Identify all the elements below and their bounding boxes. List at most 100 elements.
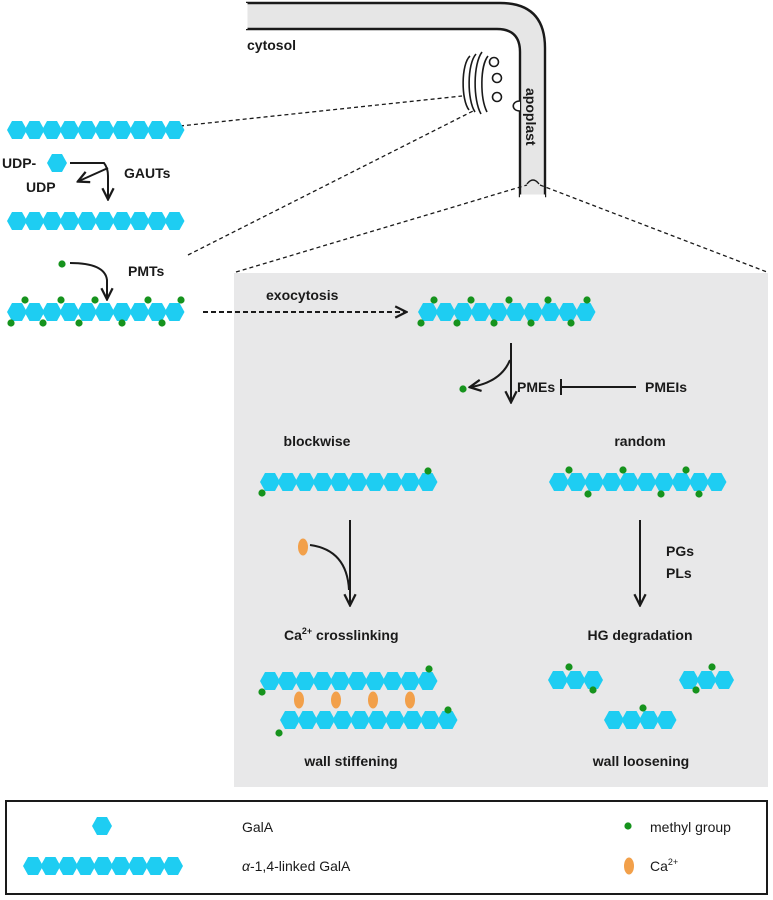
methyl-group xyxy=(453,319,461,327)
random-label: random xyxy=(614,433,665,449)
gala-hexagon xyxy=(297,711,318,729)
gala-hexagon xyxy=(7,303,27,321)
gala-hexagon xyxy=(639,711,659,729)
gala-hexagon xyxy=(94,212,115,230)
calcium-ion xyxy=(368,691,378,709)
calcium-ion xyxy=(331,691,341,709)
gala-hexagon xyxy=(280,711,300,729)
legend-chain-label: α-1,4-linked GalA xyxy=(242,858,351,874)
gala-hexagon xyxy=(679,671,699,689)
crosslinked-chain-bottom xyxy=(275,706,458,737)
gala-hexagon xyxy=(350,711,370,729)
methyl-group xyxy=(430,296,438,304)
pme-arrows xyxy=(471,343,636,401)
gala-hexagon xyxy=(332,711,353,729)
gala-hexagon xyxy=(7,121,27,139)
crosslinked-chain-top xyxy=(258,665,438,696)
blockwise-demethylated-chain xyxy=(258,467,438,497)
methyl-group xyxy=(144,296,152,304)
gala-hexagon xyxy=(382,473,403,491)
calcium-ion xyxy=(294,691,304,709)
gala-hexagon xyxy=(77,303,97,321)
gala-hexagon xyxy=(24,303,45,321)
methyl-group xyxy=(682,466,690,474)
gala-hexagon xyxy=(295,473,315,491)
gala-hexagon xyxy=(93,857,113,875)
gala-hexagon xyxy=(470,303,491,321)
gala-hexagon xyxy=(523,303,543,321)
methyl-group xyxy=(75,319,83,327)
methyl-group xyxy=(657,490,665,498)
gala-hexagon xyxy=(619,473,639,491)
gala-hexagon xyxy=(604,711,624,729)
gala-hexagon xyxy=(315,711,335,729)
gala-hexagon xyxy=(417,672,438,690)
gala-hexagon xyxy=(714,671,734,689)
methyl-group xyxy=(275,729,283,737)
gala-hexagon xyxy=(400,672,420,690)
gala-hexagon xyxy=(277,672,298,690)
apoplast-chain-methylated xyxy=(417,296,596,327)
methyl-group xyxy=(91,296,99,304)
wall-loosening-label: wall loosening xyxy=(592,753,689,769)
gala-hexagon xyxy=(128,857,148,875)
methyl-group xyxy=(425,665,433,673)
methyl-group xyxy=(567,319,575,327)
degraded-fragment xyxy=(548,663,603,694)
legend-methyl-label: methyl group xyxy=(650,819,731,835)
methyl-group xyxy=(158,319,166,327)
gala-hexagon xyxy=(420,711,440,729)
legend-gala-label: GalA xyxy=(242,819,274,835)
methyl-group xyxy=(692,686,700,694)
gala-hexagon xyxy=(7,212,27,230)
methyl-group xyxy=(565,663,573,671)
legend-ca-label: Ca2+ xyxy=(650,857,678,874)
methyl-group xyxy=(467,296,475,304)
gala-hexagon xyxy=(365,473,385,491)
dashed-connectors xyxy=(179,95,768,273)
cytosol-label: cytosol xyxy=(247,37,296,53)
random-demethylated-chain xyxy=(549,466,727,498)
gala-hexagon xyxy=(24,212,45,230)
gala-hexagon xyxy=(540,303,561,321)
gala-hexagon xyxy=(147,121,167,139)
gala-hexagon xyxy=(42,303,62,321)
udp-donor-label: UDP- xyxy=(2,155,37,171)
legend-gala-hexagon xyxy=(92,817,112,835)
gala-hexagon xyxy=(94,303,115,321)
gala-hexagon xyxy=(418,303,438,321)
apoplast-panel xyxy=(234,273,768,787)
calcium-ion xyxy=(405,691,415,709)
gala-hexagon xyxy=(558,303,578,321)
gala-hexagon xyxy=(147,303,167,321)
methyl-group xyxy=(444,706,452,714)
gala-hexagon xyxy=(548,671,568,689)
gala-hexagon xyxy=(77,121,97,139)
gala-hexagon xyxy=(112,303,132,321)
gala-hexagon xyxy=(260,473,280,491)
gala-hexagon xyxy=(601,473,622,491)
gala-hexagon xyxy=(330,672,350,690)
degraded-fragment xyxy=(604,704,677,729)
methyl-group xyxy=(565,466,573,474)
hg-chain-elongated xyxy=(7,212,185,230)
gala-hexagon xyxy=(549,473,569,491)
hg-degradation-label: HG degradation xyxy=(587,627,692,643)
methyl-group xyxy=(177,296,185,304)
gala-hexagon xyxy=(654,473,674,491)
methyl-group xyxy=(57,296,65,304)
legend-box xyxy=(5,800,768,895)
gala-hexagon xyxy=(147,212,167,230)
gala-hexagon xyxy=(94,121,115,139)
gauts-label: GAUTs xyxy=(124,165,171,181)
gala-hexagon xyxy=(277,473,298,491)
gala-hexagon xyxy=(330,473,350,491)
gala-hexagon xyxy=(58,857,78,875)
gala-hexagon xyxy=(164,212,185,230)
gala-hexagon xyxy=(112,121,132,139)
methyl-group xyxy=(527,319,535,327)
gala-hexagon xyxy=(59,121,80,139)
methyl-group xyxy=(118,319,126,327)
gala-hexagon xyxy=(75,857,96,875)
methyl-group xyxy=(490,319,498,327)
